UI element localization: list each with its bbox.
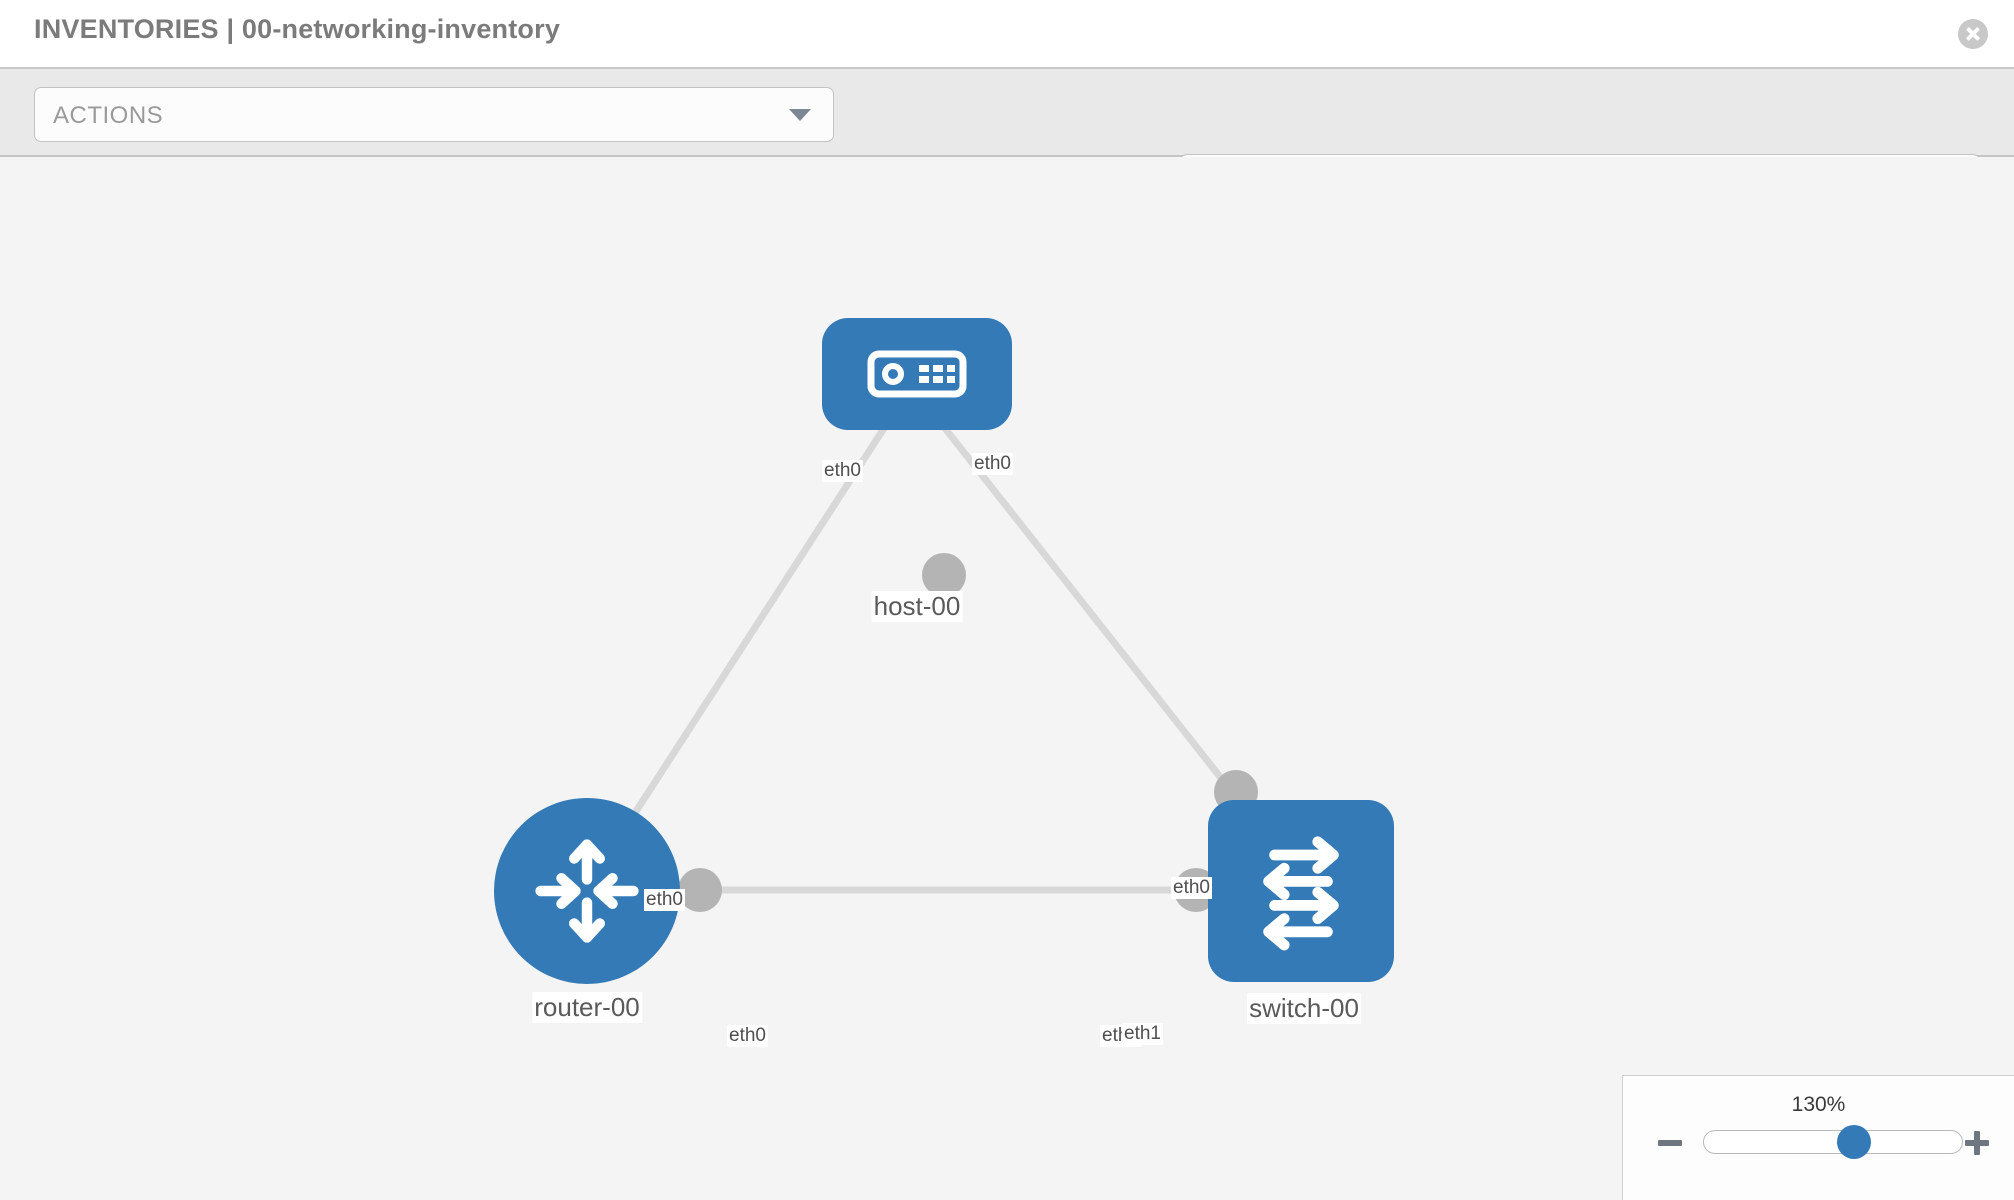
node-label-host-00: host-00 [871,591,963,622]
port-label-router-right: eth0 [727,1025,768,1047]
link-host-router [597,420,891,869]
switch-arrows-icon [1263,836,1339,951]
close-icon[interactable] [1958,19,1988,49]
chevron-down-icon [789,108,811,121]
switch-node-shape[interactable] [1208,800,1394,982]
zoom-out-button[interactable] [1653,1126,1687,1160]
host-node-shape[interactable] [822,318,1012,430]
node-label-router-00: router-00 [532,992,642,1023]
page-title: INVENTORIES | 00-networking-inventory [34,14,561,44]
port-label-switch-upper: eth0 [1171,877,1212,899]
port-nub-host-right [922,553,966,597]
zoom-in-button[interactable] [1960,1126,1994,1160]
link-host-switch [937,419,1239,800]
zoom-slider-thumb[interactable] [1836,1125,1871,1159]
port-label-router-upper: eth0 [644,889,685,911]
server-icon [867,350,967,398]
zoom-slider-track[interactable] [1703,1125,1963,1159]
toolbar: ACTIONS SEARCH [0,67,2014,209]
actions-dropdown-label: ACTIONS [53,102,164,129]
port-label-switch-left: eth1 [1122,1023,1163,1045]
port-label-host-left: eth0 [822,460,863,482]
node-label-switch-00: switch-00 [1247,993,1361,1024]
port-nub-router-right [678,868,722,912]
page-header: INVENTORIES | 00-networking-inventory [0,0,2014,67]
topology-canvas[interactable]: host-00 router-00 [0,157,2014,1200]
router-arrows-icon [535,839,639,943]
topology-links [597,419,1258,912]
zoom-control-panel: 130% [1622,1075,2014,1200]
actions-dropdown[interactable]: ACTIONS [34,87,834,142]
zoom-percent-label: 130% [1791,1093,1846,1116]
port-label-host-right: eth0 [972,453,1013,475]
